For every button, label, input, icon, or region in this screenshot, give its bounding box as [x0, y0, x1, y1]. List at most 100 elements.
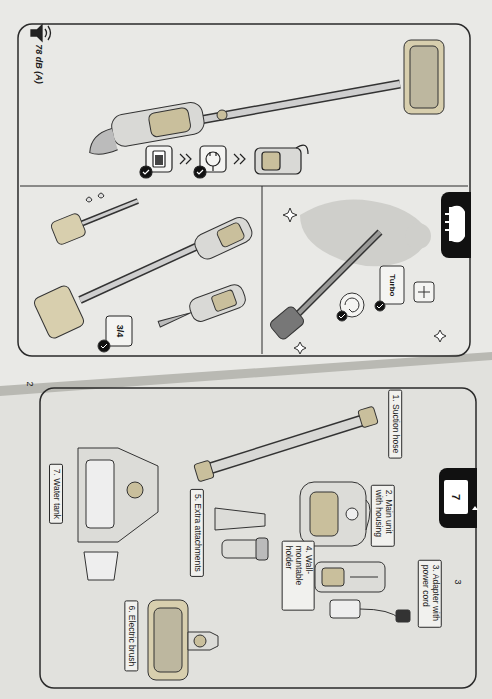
part-label-box: 7. Water tank [49, 464, 63, 524]
illustration-part [148, 600, 188, 680]
illustration-part [410, 46, 438, 108]
part-name: 1. Suction hose [390, 395, 400, 454]
illustration-part [155, 282, 248, 335]
part-label-box: 2. Main unit with housing [371, 485, 395, 547]
illustration-part [155, 155, 163, 165]
illustration-part [194, 460, 215, 482]
illustration-part [339, 314, 345, 318]
illustration-part [322, 568, 344, 586]
illustration-part [210, 152, 216, 171]
part-name: 3. Adapter with power cord [420, 565, 440, 623]
arrow-icon [472, 506, 478, 510]
illustration-part [345, 298, 359, 312]
print-label: 7 [450, 494, 462, 500]
illustration-part [98, 340, 110, 352]
illustration-part [194, 166, 206, 178]
illustration-part [84, 101, 206, 157]
illustration-part [86, 128, 118, 156]
illustration-part [268, 305, 305, 341]
illustration-part [375, 301, 385, 311]
illustration-part [256, 538, 268, 560]
suction-hose [194, 406, 379, 482]
illustration-part [143, 170, 149, 174]
illustration-part [194, 635, 206, 647]
illustration-part [396, 610, 410, 622]
section-tab [439, 468, 477, 528]
illustration-part [158, 310, 192, 327]
illustration-part [234, 154, 245, 164]
main-unit [300, 482, 370, 546]
illustration-part [205, 418, 370, 470]
section-tab [441, 192, 471, 258]
part-label-box: 5. Extra attachments [190, 489, 204, 577]
cleaning-scene [268, 199, 446, 354]
illustration-part [215, 508, 265, 530]
illustration-part [216, 222, 245, 248]
illustration-part [32, 284, 85, 340]
illustration-part [50, 190, 142, 246]
illustration-part [262, 152, 280, 170]
illustration-part [200, 84, 400, 120]
illustration-part [187, 282, 248, 324]
illustration-part [206, 152, 220, 166]
illustration-part [78, 448, 158, 542]
illustration-part [154, 608, 182, 672]
illustration-part [366, 500, 370, 530]
water-tank [78, 448, 158, 580]
illustration-part [255, 148, 301, 174]
vacuum-figure [32, 190, 255, 352]
illustration-part [0, 0, 492, 386]
illustration-part [350, 577, 378, 578]
illustration-part [200, 84, 400, 120]
part-name: 2. Main unit with housing [373, 490, 393, 542]
illustration-part [330, 600, 360, 618]
illustration-part [153, 151, 165, 167]
illustration-part [82, 201, 138, 223]
illustration-part [140, 166, 152, 178]
step-icons [140, 145, 308, 178]
part-label-box: 3. Adapter with power cord [418, 560, 442, 628]
illustration-part [346, 508, 358, 520]
print-label: Turbo [388, 274, 397, 296]
illustration-part [262, 186, 263, 354]
part-name: 6. Electric brush [126, 606, 136, 667]
illustration-part [86, 460, 114, 528]
illustration-part [84, 552, 118, 580]
illustration-part [50, 212, 87, 245]
illustration-part [0, 360, 492, 699]
illustration-part [197, 170, 203, 174]
illustration-part [20, 186, 468, 187]
electric-brush [148, 600, 218, 680]
illustration-part [310, 492, 338, 536]
illustration-part [358, 406, 379, 428]
part-name: 4. Wall-mountable holder [283, 546, 312, 606]
illustration-part [360, 609, 400, 619]
illustration-part [290, 232, 380, 322]
illustration-part [106, 316, 132, 346]
illustration-part [283, 208, 446, 354]
illustration-part [188, 632, 218, 650]
illustration-part [40, 388, 476, 688]
illustration-part [31, 25, 42, 41]
part-label-box: 6. Electric brush [124, 601, 138, 672]
illustration-part [211, 289, 237, 312]
illustration-part [300, 482, 366, 546]
illustration-part [86, 193, 104, 202]
illustration-part [110, 101, 206, 148]
print-label: 3/4 [114, 325, 124, 338]
illustration-part [80, 245, 200, 300]
illustration-part [418, 286, 430, 298]
illustration-part [205, 418, 370, 470]
illustration-part [18, 24, 470, 356]
part-label-box: 4. Wall-mountable holder [281, 541, 314, 611]
illustration-part [380, 266, 404, 304]
illustration-part [377, 304, 383, 308]
illustration-part [405, 223, 431, 249]
print-label: 3 [453, 579, 463, 584]
illustration-part [48, 26, 51, 40]
part-name: 7. Water tank [51, 469, 61, 519]
hand-icon [445, 207, 464, 242]
print-label: 78 dB (A) [33, 44, 43, 84]
